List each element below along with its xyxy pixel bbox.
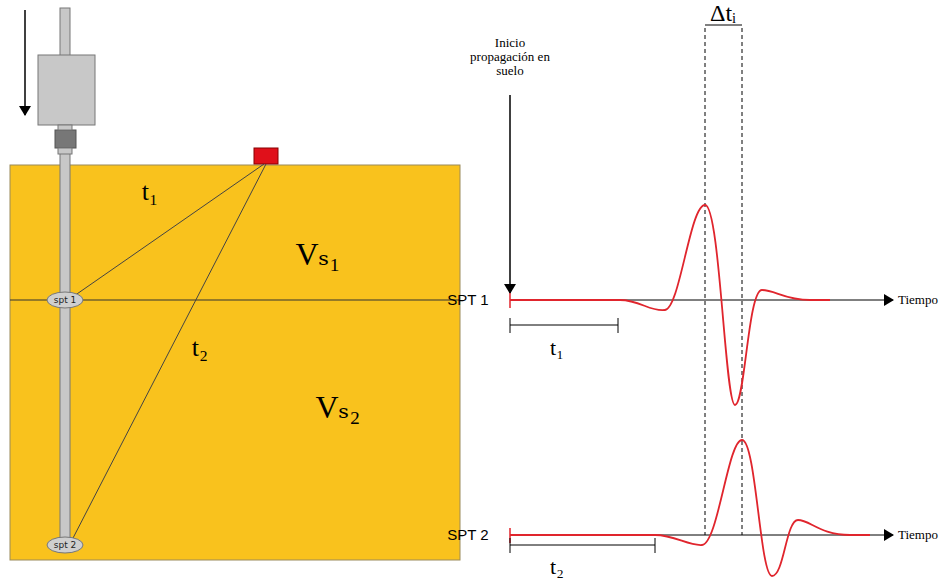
anvil (55, 130, 76, 148)
signal-name: SPT 1 (447, 292, 488, 309)
start-arrow (509, 95, 511, 293)
time-bracket (510, 318, 618, 333)
symbol-label: Δtᵢ (710, 0, 736, 26)
symbol-label: t₁ (142, 178, 158, 207)
symbol-label: t₂ (192, 334, 208, 363)
symbol-label: Vₛ₁ (295, 237, 340, 272)
symbol-label: Vₛ₂ (315, 390, 360, 425)
symbol-label: t₂ (550, 555, 564, 579)
node-text: spt 1 (46, 295, 84, 305)
annotation: Inicio propagación en suelo (465, 36, 555, 79)
guide-line (742, 28, 743, 535)
ray-path (72, 164, 266, 540)
ray-path (74, 164, 264, 296)
spt-sampler: spt 2 (46, 536, 84, 554)
symbol-label: Tiempo (898, 293, 938, 307)
hammer (38, 55, 95, 125)
rod-joint (58, 125, 72, 130)
guide-line (705, 28, 706, 535)
time-axis (620, 300, 893, 301)
symbol-label: Tiempo (898, 528, 938, 542)
impact-arrow (24, 10, 26, 115)
spt-sampler: spt 1 (46, 291, 84, 309)
waveform (620, 205, 830, 405)
rod-joint (58, 148, 72, 154)
symbol-label: t₁ (550, 336, 564, 360)
waveform (655, 440, 870, 576)
trace (510, 299, 620, 301)
signal-name: SPT 2 (447, 527, 488, 544)
soil-block (10, 165, 460, 560)
surface-sensor (254, 148, 278, 164)
node-text: spt 2 (46, 540, 84, 550)
time-bracket (510, 538, 655, 553)
trace (510, 534, 655, 536)
